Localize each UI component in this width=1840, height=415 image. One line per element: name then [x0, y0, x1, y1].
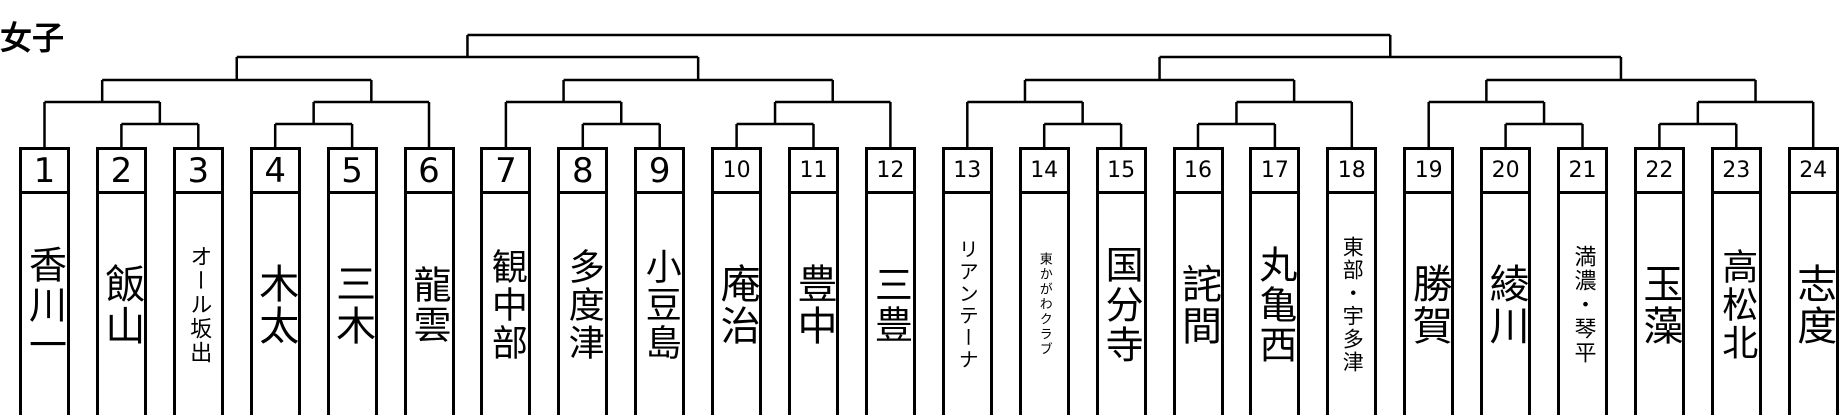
team-name-cell: 豊中: [790, 194, 837, 415]
team-number: 17: [1252, 150, 1298, 194]
team-slot: 19 勝賀: [1403, 147, 1455, 415]
team-name: 豊中: [790, 262, 837, 347]
team-name-cell: 東部・宇多津: [1329, 194, 1374, 415]
team-name-cell: 綾川: [1482, 194, 1529, 415]
team-name: 香川一: [22, 244, 67, 365]
team-name: 龍雲: [407, 264, 451, 345]
team-name: 国分寺: [1099, 244, 1144, 365]
team-slot: 5 三木: [326, 147, 378, 415]
team-slot: 8 多度津: [557, 147, 609, 415]
team-name: 観中部: [485, 247, 527, 362]
team-name: 満濃・琴平: [1570, 244, 1596, 365]
team-number: 21: [1560, 150, 1605, 194]
team-name-cell: 三豊: [868, 194, 913, 415]
team-number: 11: [791, 150, 836, 194]
team-slot: 2 飯山: [95, 147, 147, 415]
team-name-cell: 庵治: [713, 194, 760, 415]
team-number: 13: [944, 150, 990, 194]
team-number: 10: [714, 150, 760, 194]
team-name: リアンテーナ: [955, 238, 980, 371]
team-slot: 22 玉藻: [1633, 147, 1685, 415]
team-slot: 24 志度: [1787, 147, 1839, 415]
team-name-cell: 多度津: [560, 194, 605, 415]
team-number: 18: [1329, 150, 1375, 194]
team-number: 12: [867, 150, 913, 194]
team-name: 丸亀西: [1252, 244, 1297, 365]
team-name-cell: 東かがわクラブ: [1022, 194, 1067, 415]
team-slot: 23 高松北: [1710, 147, 1762, 415]
team-number: 22: [1636, 150, 1682, 194]
team-name: 飯山: [98, 262, 145, 347]
team-name-cell: 香川一: [22, 194, 67, 415]
team-number: 9: [637, 150, 683, 194]
team-number: 2: [98, 150, 144, 194]
team-name: 志度: [1790, 262, 1837, 347]
team-name-cell: リアンテーナ: [945, 194, 990, 415]
bracket-title: 女子: [0, 19, 65, 57]
team-name-cell: 丸亀西: [1252, 194, 1297, 415]
team-slot: 17 丸亀西: [1249, 147, 1301, 415]
team-name: 庵治: [713, 262, 760, 347]
team-slot: 7 観中部: [480, 147, 532, 415]
team-slot: 13 リアンテーナ: [941, 147, 993, 415]
team-name-cell: 木太: [252, 194, 299, 415]
team-number: 7: [483, 150, 529, 194]
team-number: 1: [22, 150, 67, 194]
team-slot: 21 満濃・琴平: [1557, 147, 1608, 415]
team-name-cell: 三木: [329, 194, 376, 415]
team-name: オール坂出: [186, 244, 212, 365]
team-slot: 12 三豊: [864, 147, 916, 415]
team-name: 三木: [329, 262, 376, 347]
team-number: 6: [406, 150, 452, 194]
team-name-cell: 龍雲: [407, 194, 452, 415]
team-name: 東かがわクラブ: [1036, 252, 1052, 357]
team-name-cell: 観中部: [483, 194, 528, 415]
team-number: 15: [1098, 150, 1144, 194]
team-name-cell: オール坂出: [176, 194, 221, 415]
team-slot: 11 豊中: [788, 147, 839, 415]
team-name: 木太: [252, 262, 299, 347]
team-name-cell: 詫間: [1175, 194, 1221, 415]
team-slot: 15 国分寺: [1095, 147, 1147, 415]
team-slot: 20 綾川: [1480, 147, 1532, 415]
team-name-cell: 国分寺: [1099, 194, 1144, 415]
team-name-cell: 志度: [1790, 194, 1837, 415]
team-number: 16: [1175, 150, 1221, 194]
team-name-cell: 高松北: [1714, 194, 1759, 415]
team-slot: 14 東かがわクラブ: [1018, 147, 1070, 415]
team-number: 3: [175, 150, 221, 194]
team-name: 勝賀: [1405, 262, 1452, 347]
team-number: 14: [1021, 150, 1067, 194]
team-slot: 10 庵治: [711, 147, 763, 415]
team-name: 高松北: [1716, 247, 1758, 362]
team-name-cell: 勝賀: [1405, 194, 1452, 415]
team-slot: 18 東部・宇多津: [1326, 147, 1378, 415]
team-name-cell: 小豆島: [637, 194, 682, 415]
team-name: 東部・宇多津: [1340, 235, 1365, 374]
team-name-cell: 玉藻: [1636, 194, 1683, 415]
team-slot: 3 オール坂出: [172, 147, 224, 415]
team-number: 20: [1483, 150, 1529, 194]
team-slot: 16 詫間: [1172, 147, 1224, 415]
team-name-cell: 満濃・琴平: [1560, 194, 1605, 415]
team-slot: 6 龍雲: [403, 147, 455, 415]
team-number: 4: [252, 150, 298, 194]
team-name: 綾川: [1482, 262, 1529, 347]
team-number: 19: [1406, 150, 1452, 194]
team-name: 多度津: [562, 247, 604, 362]
team-number: 8: [560, 150, 606, 194]
team-number: 5: [329, 150, 375, 194]
team-number: 24: [1790, 150, 1836, 194]
team-name: 小豆島: [639, 247, 681, 362]
team-name: 詫間: [1175, 262, 1221, 347]
team-slot: 1 香川一: [19, 147, 70, 415]
team-slot: 9 小豆島: [634, 147, 686, 415]
team-name: 玉藻: [1636, 262, 1683, 347]
team-name: 三豊: [868, 264, 913, 345]
team-slot: 4 木太: [249, 147, 301, 415]
team-number: 23: [1713, 150, 1759, 194]
team-name-cell: 飯山: [98, 194, 145, 415]
